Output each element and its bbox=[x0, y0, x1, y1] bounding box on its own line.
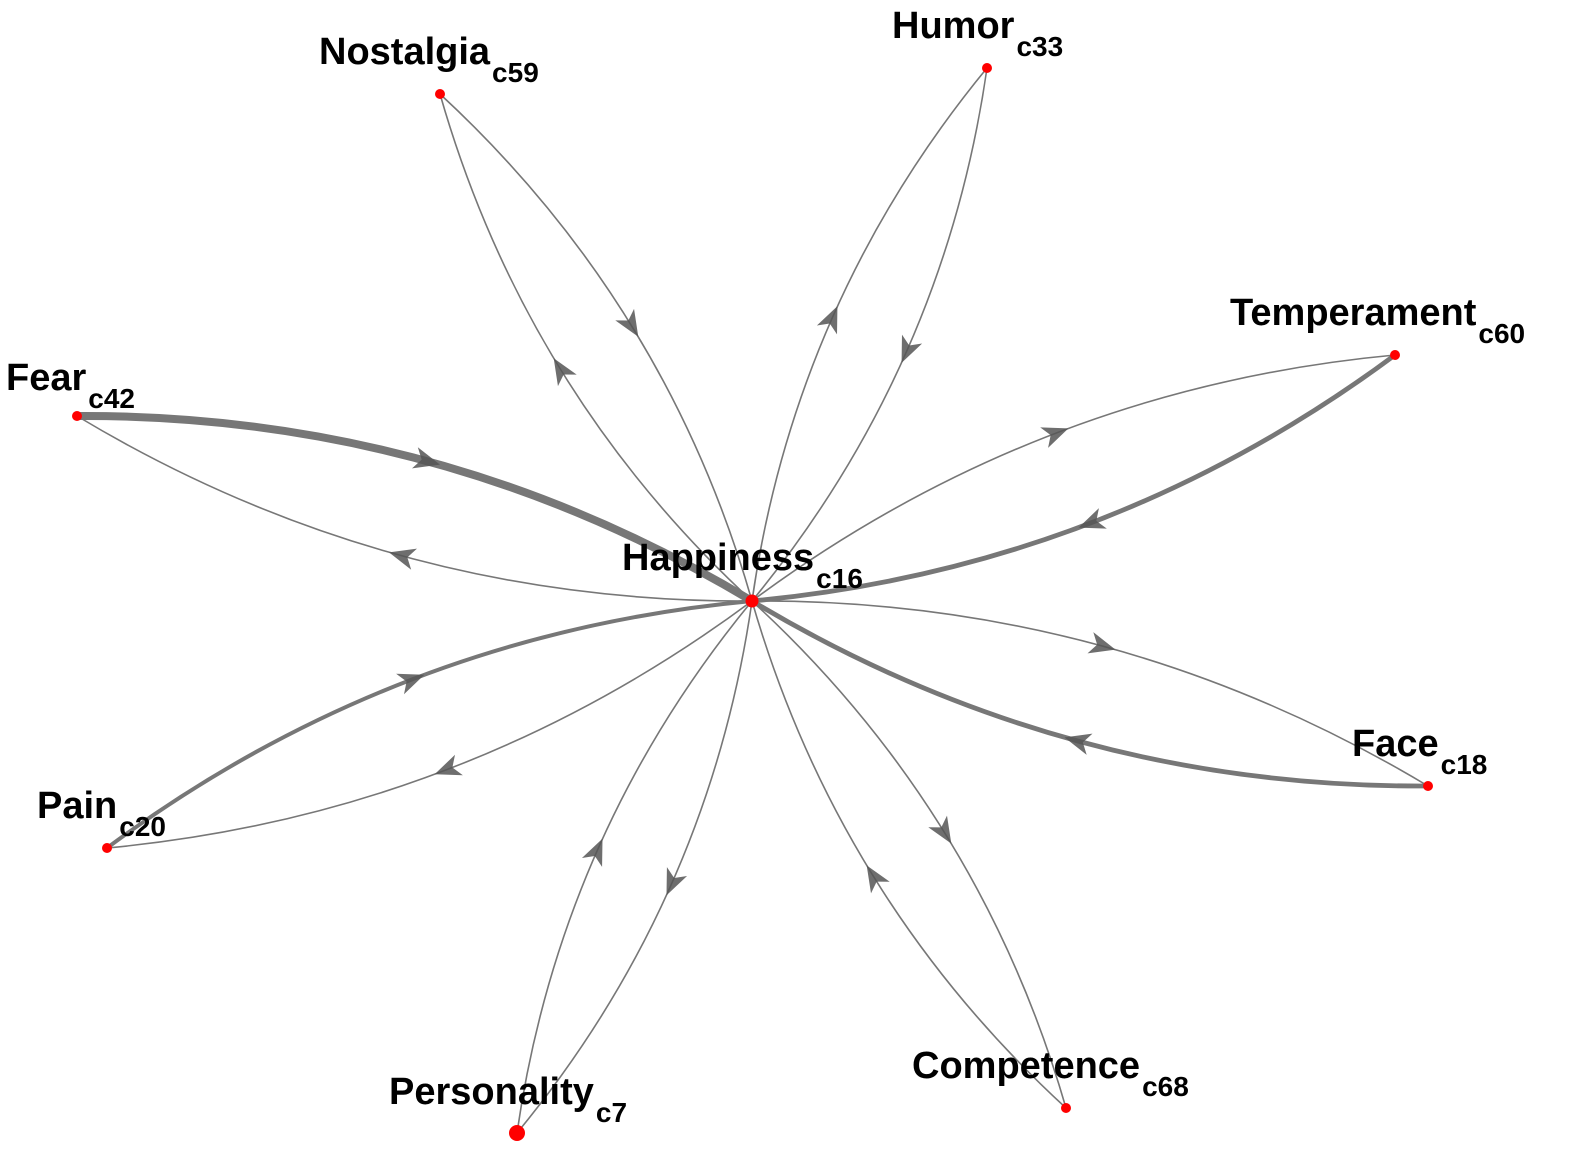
label-personality-name: Personality bbox=[389, 1071, 594, 1113]
label-competence-code: c68 bbox=[1142, 1071, 1189, 1102]
arrowhead-pain-to-happiness bbox=[396, 673, 425, 695]
label-competence-name: Competence bbox=[912, 1045, 1140, 1087]
edge-personality-to-happiness bbox=[516, 600, 753, 1134]
arrowhead-happiness-to-temperament bbox=[1040, 427, 1069, 448]
arrowhead-personality-to-happiness bbox=[581, 838, 603, 867]
label-personality-code: c7 bbox=[596, 1097, 627, 1128]
node-competence bbox=[1061, 1103, 1071, 1113]
node-humor bbox=[982, 63, 992, 73]
node-temperament bbox=[1390, 350, 1400, 360]
label-happiness-code: c16 bbox=[816, 563, 863, 594]
node-pain bbox=[102, 843, 112, 853]
arrowhead-fear-to-happiness bbox=[412, 447, 440, 469]
label-fear: Fearc42 bbox=[6, 357, 135, 414]
label-face: Facec18 bbox=[1352, 723, 1487, 780]
edge-happiness-to-personality bbox=[516, 600, 753, 1134]
label-humor-name: Humor bbox=[892, 5, 1015, 47]
label-humor: Humorc33 bbox=[892, 5, 1063, 62]
label-fear-name: Fear bbox=[6, 357, 86, 399]
arrowhead-happiness-to-fear bbox=[389, 548, 417, 570]
arrowhead-nostalgia-to-happiness bbox=[615, 308, 639, 337]
arrowhead-face-to-happiness bbox=[1064, 733, 1093, 755]
label-face-name: Face bbox=[1352, 723, 1439, 765]
arrowhead-happiness-to-pain bbox=[434, 754, 463, 776]
arrowhead-happiness-to-face bbox=[1087, 632, 1116, 654]
edges-layer bbox=[73, 67, 1431, 1134]
node-personality bbox=[509, 1125, 525, 1141]
arrowhead-happiness-to-humor bbox=[816, 306, 838, 335]
arrowhead-competence-to-happiness bbox=[866, 865, 890, 894]
label-pain: Painc20 bbox=[37, 785, 166, 842]
node-nostalgia bbox=[435, 89, 445, 99]
edge-humor-to-happiness bbox=[751, 67, 988, 602]
node-fear bbox=[72, 411, 82, 421]
label-nostalgia-name: Nostalgia bbox=[319, 31, 491, 73]
label-humor-code: c33 bbox=[1016, 31, 1063, 62]
arrowhead-humor-to-happiness bbox=[901, 334, 923, 363]
edge-happiness-to-competence bbox=[751, 600, 1067, 1109]
edge-face-to-happiness bbox=[749, 598, 1431, 789]
edge-pain-to-happiness bbox=[105, 599, 754, 850]
label-competence: Competencec68 bbox=[912, 1045, 1189, 1102]
edge-happiness-to-face bbox=[751, 600, 1429, 787]
label-happiness: Happinessc16 bbox=[622, 537, 863, 594]
edge-happiness-to-pain bbox=[106, 600, 753, 849]
label-temperament: Temperamentc60 bbox=[1230, 292, 1525, 349]
arrowhead-happiness-to-competence bbox=[928, 815, 952, 844]
label-pain-name: Pain bbox=[37, 785, 117, 827]
label-face-code: c18 bbox=[1441, 749, 1488, 780]
label-fear-code: c42 bbox=[88, 383, 135, 414]
label-nostalgia: Nostalgiac59 bbox=[319, 31, 539, 88]
label-temperament-code: c60 bbox=[1478, 318, 1525, 349]
label-happiness-name: Happiness bbox=[622, 537, 814, 579]
node-happiness bbox=[745, 594, 759, 608]
node-face bbox=[1423, 781, 1433, 791]
label-temperament-name: Temperament bbox=[1230, 292, 1477, 334]
arrowhead-happiness-to-personality bbox=[666, 867, 688, 896]
arrowhead-happiness-to-nostalgia bbox=[553, 358, 577, 387]
arrowhead-temperament-to-happiness bbox=[1078, 508, 1107, 529]
edge-competence-to-happiness bbox=[751, 600, 1067, 1109]
edge-happiness-to-humor bbox=[751, 67, 988, 602]
label-pain-code: c20 bbox=[119, 811, 166, 842]
label-nostalgia-code: c59 bbox=[492, 57, 539, 88]
label-personality: Personalityc7 bbox=[389, 1071, 627, 1128]
nodes-layer bbox=[72, 63, 1433, 1141]
